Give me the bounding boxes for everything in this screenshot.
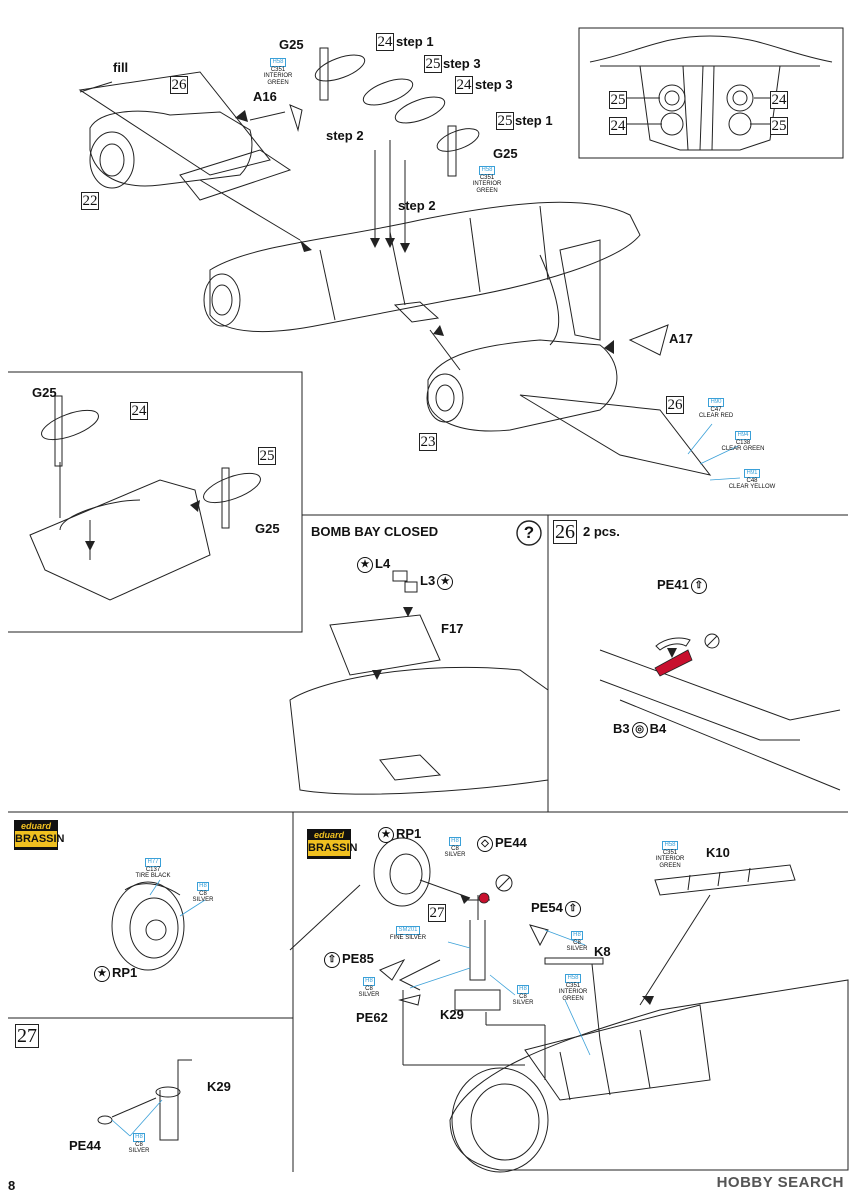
part-number-25: 25 <box>424 55 442 73</box>
page-number: 8 <box>8 1178 16 1193</box>
photo-etch-icon: ⇧ <box>324 951 340 968</box>
label-A16: A16 <box>253 89 277 104</box>
part-number-24: 24 <box>770 91 788 109</box>
label-step-1: step 1 <box>396 34 434 49</box>
star-insignia-icon: ★ <box>357 556 373 573</box>
label-fill: fill <box>113 60 129 75</box>
photo-etch-icon: ⇧ <box>690 577 707 594</box>
brassin-logo: eduard BRASSIN <box>14 820 65 850</box>
label-PE44: PE44 <box>69 1138 101 1153</box>
part-number-23: 23 <box>419 433 437 451</box>
label-step-3: step 3 <box>475 77 513 92</box>
part-number-26: 26 <box>666 396 684 414</box>
paint-interior-green: H58 C351 INTERIOR GREEN <box>558 974 588 1002</box>
label-L4: ★L4 <box>355 556 390 573</box>
label-A17: A17 <box>669 331 693 346</box>
part-number-27: 27 <box>428 904 446 922</box>
part-number-26: 26 <box>170 76 188 94</box>
paint-silver: H8 C8 SILVER <box>512 985 534 1006</box>
part-number-24: 24 <box>609 117 627 135</box>
part-number-25: 25 <box>770 117 788 135</box>
label-PE85: ⇧PE85 <box>322 951 374 968</box>
paint-clear-green: H94 C138 CLEAR GREEN <box>721 431 765 452</box>
paint-interior-green: H58 C351 INTERIOR GREEN <box>472 166 502 194</box>
paint-clear-red: H90 C47 CLEAR RED <box>698 398 734 419</box>
label-RP1: ★RP1 <box>376 826 421 843</box>
paint-silver: H8 C8 SILVER <box>444 837 466 858</box>
paint-interior-green: H58 C351 INTERIOR GREEN <box>263 58 293 86</box>
label-PE41: PE41⇧ <box>657 577 709 594</box>
watermark-logo: HOBBY SEARCH <box>716 1174 844 1191</box>
part-number-24: 24 <box>376 33 394 51</box>
label-K29: K29 <box>440 1007 464 1022</box>
label-F17: F17 <box>441 621 464 636</box>
label-two-pcs: 2 pcs. <box>583 524 620 539</box>
star-insignia-icon: ★ <box>378 826 394 843</box>
label-step-3: step 3 <box>443 56 481 71</box>
paint-fine-silver: SM201 FINE SILVER <box>389 926 427 941</box>
label-K10: K10 <box>706 845 730 860</box>
photo-etch-icon: ◇ <box>477 835 493 852</box>
paint-tire-black: H77 C137 TIRE BLACK <box>135 858 171 879</box>
label-K29: K29 <box>207 1079 231 1094</box>
part-number-25: 25 <box>496 112 514 130</box>
paint-interior-green: H58 C351 INTERIOR GREEN <box>655 841 685 869</box>
paint-silver: H8 C8 SILVER <box>566 931 588 952</box>
label-PE44: ◇PE44 <box>475 835 527 852</box>
label-G25: G25 <box>493 146 518 161</box>
paint-silver: H8 C8 SILVER <box>192 882 214 903</box>
label-G25: G25 <box>32 385 57 400</box>
label-G25: G25 <box>279 37 304 52</box>
paint-clear-yellow: H91 C48 CLEAR YELLOW <box>728 469 776 490</box>
label-step-2: step 2 <box>326 128 364 143</box>
part-number-22: 22 <box>81 192 99 210</box>
part-number-25: 25 <box>609 91 627 109</box>
label-PE54: PE54⇧ <box>531 900 583 917</box>
label-RP1: ★RP1 <box>92 965 137 982</box>
photo-etch-icon: ⇧ <box>564 900 581 917</box>
label-step-2: step 2 <box>398 198 436 213</box>
section-title-bomb-bay-closed: BOMB BAY CLOSED <box>311 524 439 539</box>
part-number-25: 25 <box>258 447 276 465</box>
star-insignia-icon: ★ <box>94 965 110 982</box>
label-B3-B4: B3◎B4 <box>613 721 667 738</box>
optional-question-icon: ? <box>523 523 535 542</box>
label-L3: L3★ <box>420 573 455 590</box>
label-G25: G25 <box>255 521 280 536</box>
label-step-1: step 1 <box>515 113 553 128</box>
part-number-24: 24 <box>455 76 473 94</box>
part-number-24: 24 <box>130 402 148 420</box>
label-PE62: PE62 <box>356 1010 388 1025</box>
step-number-27: 27 <box>15 1024 39 1048</box>
brassin-logo: eduard BRASSIN <box>307 829 358 859</box>
label-K8: K8 <box>594 944 611 959</box>
paint-silver: H8 C8 SILVER <box>358 977 380 998</box>
step-number-26: 26 <box>553 520 577 544</box>
paint-silver: H8 C8 SILVER <box>128 1133 150 1154</box>
star-insignia-icon: ★ <box>437 573 454 590</box>
cement-icon: ◎ <box>631 721 648 738</box>
